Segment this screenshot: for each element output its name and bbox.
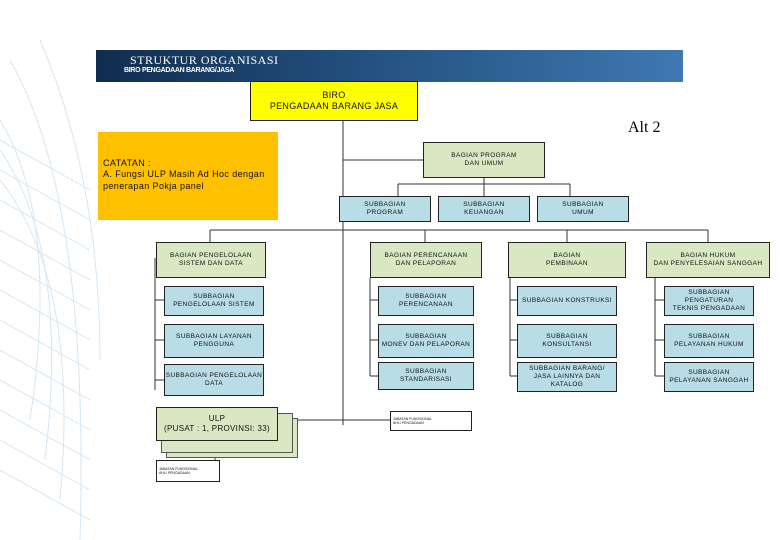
jabatan-fungsional-box-1: JABATAN FUNGSIONAL AHLI PENGADAAN [390, 411, 472, 431]
title-banner: STRUKTUR ORGANISASI BIRO PENGADAAN BARAN… [96, 50, 683, 82]
subbagian-layanan-pengguna-box: SUBBAGIAN LAYANAN PENGGUNA [164, 324, 264, 358]
jabatan-fungsional-box-2: JABATAN FUNGSIONAL AHLI PENGADAAN [156, 460, 220, 482]
bagian-perencanaan-box: BAGIAN PERENCANAAN DAN PELAPORAN [370, 242, 482, 278]
subbagian-barang-jasa-box: SUBBAGIAN BARANG/ JASA LAINNYA DAN KATAL… [517, 362, 617, 392]
subbagian-standarisasi-box: SUBBAGIAN STANDARISASI [378, 362, 474, 390]
page-title: STRUKTUR ORGANISASI [130, 53, 279, 67]
subbagian-konstruksi-box: SUBBAGIAN KONSTRUKSI [517, 286, 617, 316]
subbagian-pelayanan-hukum-box: SUBBAGIAN PELAYANAN HUKUM [664, 324, 754, 358]
subbagian-perencanaan-box: SUBBAGIAN PERENCANAAN [378, 286, 474, 316]
note-box: CATATAN : A. Fungsi ULP Masih Ad Hoc den… [98, 132, 278, 220]
subbagian-program-box: SUBBAGIAN PROGRAM [339, 196, 431, 222]
alt-label: Alt 2 [628, 119, 661, 136]
subbagian-umum-box: SUBBAGIAN UMUM [537, 196, 629, 222]
page-subtitle: BIRO PENGADAAN BARANG/JASA [124, 67, 235, 74]
bagian-hukum-box: BAGIAN HUKUM DAN PENYELESAIAN SANGGAH [646, 242, 770, 278]
subbagian-pengelolaan-data-box: SUBBAGIAN PENGELOLAAN DATA [164, 364, 264, 396]
ulp-box: ULP (PUSAT : 1, PROVINSI: 33) [156, 407, 278, 441]
subbagian-konsultansi-box: SUBBAGIAN KONSULTANSI [517, 324, 617, 358]
subbagian-pelayanan-sanggah-box: SUBBAGIAN PELAYANAN SANGGAH [664, 362, 754, 392]
subbagian-pengaturan-teknis-box: SUBBAGIAN PENGATURAN TEKNIS PENGADAAN [664, 286, 754, 316]
subbagian-keuangan-box: SUBBAGIAN KEUANGAN [438, 196, 530, 222]
bagian-program-box: BAGIAN PROGRAM DAN UMUM [423, 142, 545, 178]
subbagian-monev-box: SUBBAGIAN MONEV DAN PELAPORAN [378, 324, 474, 358]
biro-box: BIRO PENGADAAN BARANG JASA [250, 81, 418, 121]
bagian-pengelolaan-box: BAGIAN PENGELOLAAN SISTEM DAN DATA [156, 242, 266, 278]
bagian-pembinaan-box: BAGIAN PEMBINAAN [508, 242, 626, 278]
note-text: CATATAN : A. Fungsi ULP Masih Ad Hoc den… [103, 158, 265, 191]
subbagian-pengelolaan-sistem-box: SUBBAGIAN PENGELOLAAN SISTEM [164, 286, 264, 316]
